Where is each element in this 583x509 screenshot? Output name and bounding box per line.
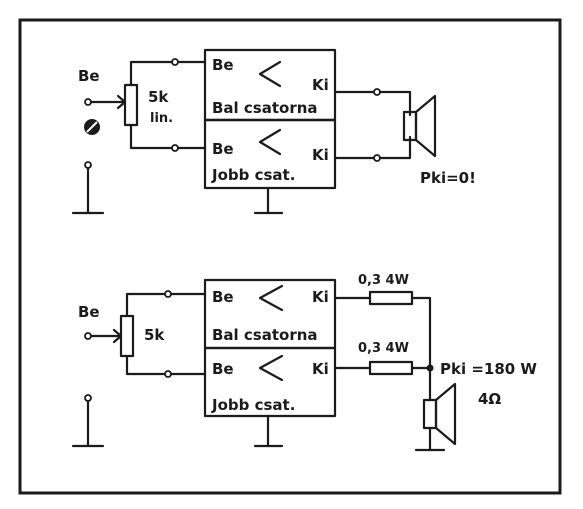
amp-symbol-icon (258, 60, 282, 88)
outer-frame (18, 18, 562, 495)
bottom-potentiometer (119, 314, 135, 358)
top-speaker-icon (402, 94, 437, 158)
top-pot-value: 5k (148, 88, 169, 106)
resistor-top-label: 0,3 4W (358, 273, 409, 288)
amp-symbol-icon (258, 354, 284, 382)
bottom-speaker-icon (422, 382, 457, 446)
bottom-right-in: Be (212, 360, 234, 378)
top-right-name: Jobb csat. (211, 166, 295, 184)
bottom-left-name: Bal csatorna (212, 326, 318, 344)
output-power-label: Pki =180 W (440, 360, 537, 378)
top-input-label: Be (78, 67, 100, 85)
top-left-out: Ki (312, 76, 329, 94)
speaker-impedance-label: 4Ω (478, 390, 501, 408)
top-pot-type: lin. (150, 111, 173, 126)
top-right-in: Be (212, 140, 234, 158)
top-potentiometer (123, 83, 139, 127)
bottom-amp-right (203, 346, 337, 418)
amp-symbol-icon (258, 128, 282, 156)
bottom-right-name: Jobb csat. (211, 396, 295, 414)
bottom-left-out: Ki (312, 288, 329, 306)
top-right-out: Ki (312, 146, 329, 164)
bottom-pot-value: 5k (144, 326, 165, 344)
resistor-bottom (368, 360, 414, 376)
amp-symbol-icon (258, 284, 284, 312)
resistor-bottom-label: 0,3 4W (358, 341, 409, 356)
bottom-right-out: Ki (312, 360, 329, 378)
bottom-left-in: Be (212, 288, 234, 306)
top-left-in: Be (212, 56, 234, 74)
bottom-circuit: Be 5k Be Ki Bal csatorna Be Ki Jobb csat… (71, 273, 537, 452)
bottom-input-label: Be (78, 303, 100, 321)
top-output-label: Pki=0! (420, 169, 476, 187)
top-circuit: Be 5k lin. Be Ki Bal csatorna Be Ki Jobb… (71, 48, 476, 215)
top-left-name: Bal csatorna (212, 99, 318, 117)
resistor-top (368, 290, 414, 306)
